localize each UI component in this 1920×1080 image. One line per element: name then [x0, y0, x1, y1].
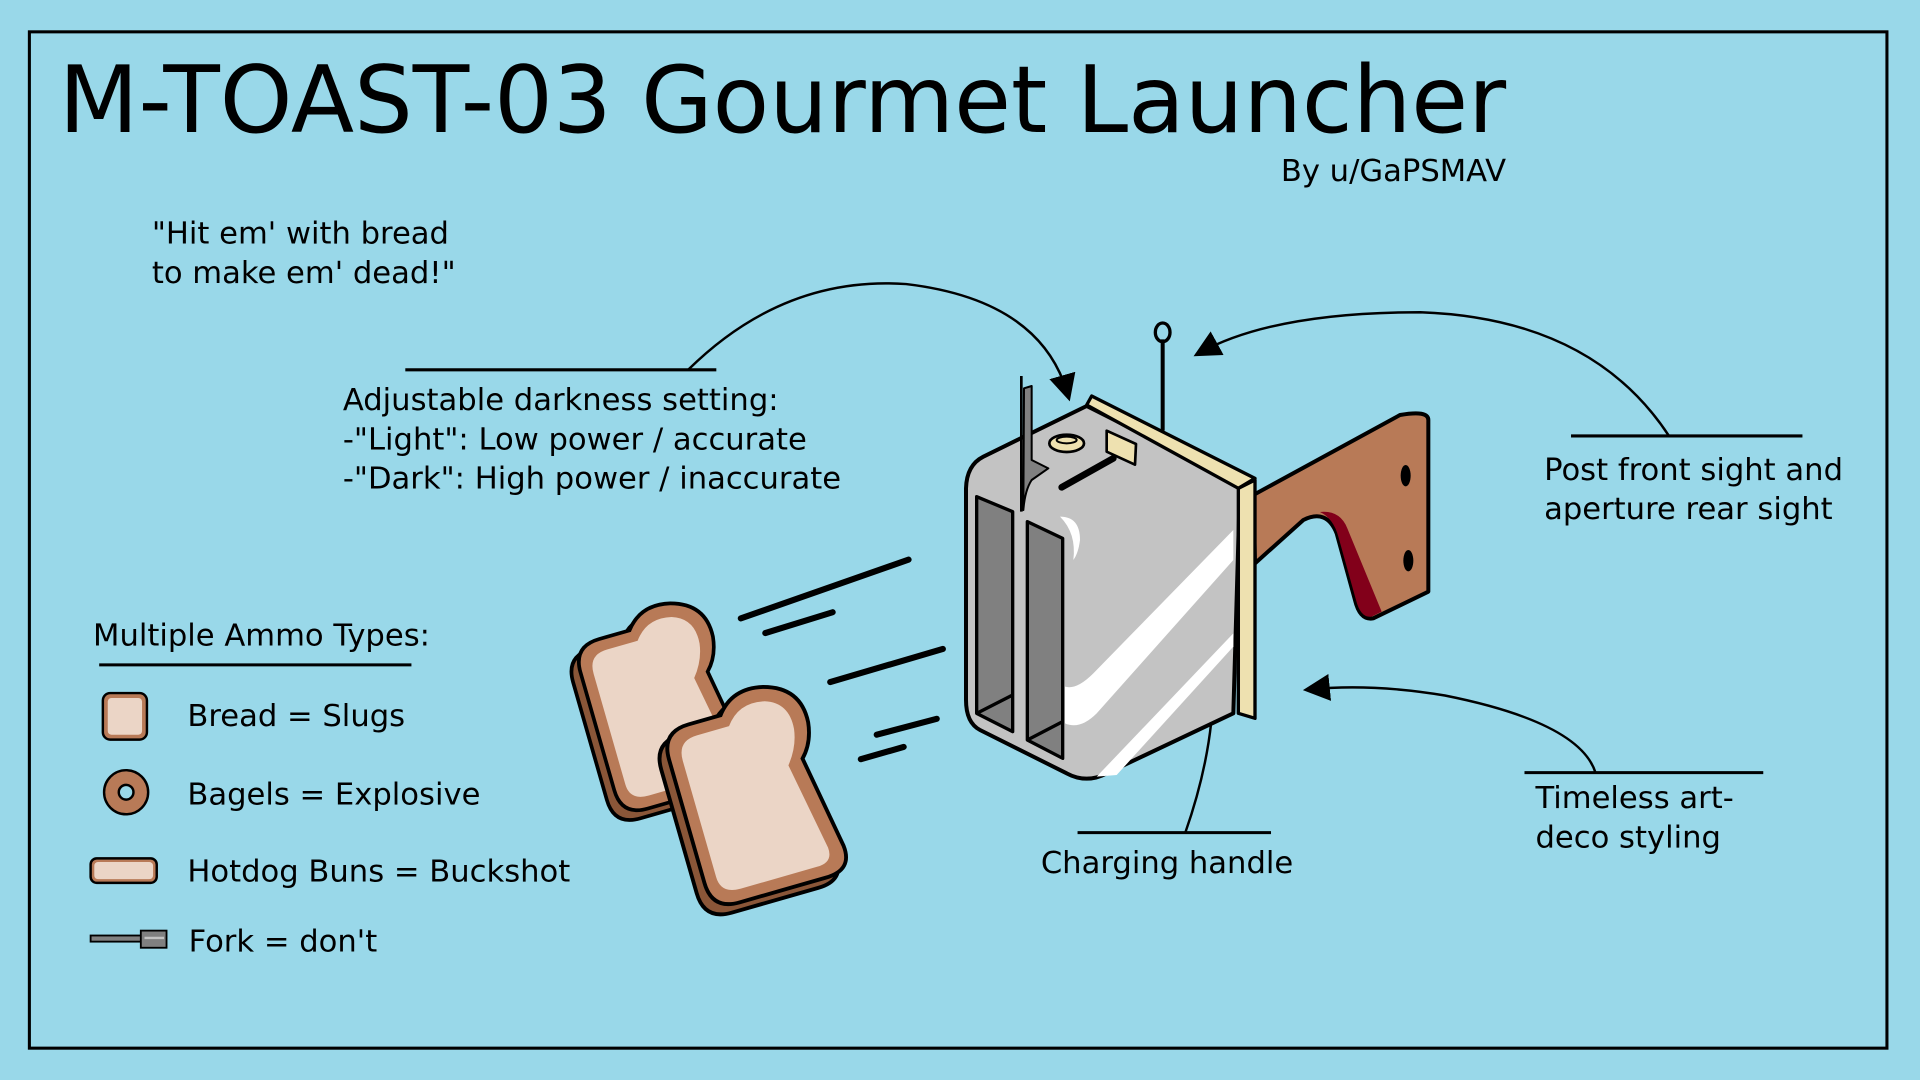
callout-text: -"Dark": High power / inaccurate [343, 462, 841, 497]
callout-text: deco styling [1536, 820, 1721, 855]
quote-line-2: to make em' dead!" [152, 256, 456, 291]
callout-arrow [1193, 311, 1671, 437]
darkness-knob [1048, 433, 1086, 454]
callout-darkness: Adjustable darkness setting: -"Light": L… [343, 282, 1076, 497]
callout-text: Post front sight and [1544, 453, 1843, 488]
callout-text: aperture rear sight [1544, 492, 1833, 527]
speed-lines [737, 556, 946, 763]
callout-sights: Post front sight and aperture rear sight [1193, 311, 1843, 527]
page-title: M-TOAST-03 Gourmet Launcher [59, 46, 1507, 154]
ammo-label: Bagels = Explosive [187, 777, 480, 812]
ammo-legend: Multiple Ammo Types: Bread = Slugs Bagel… [89, 618, 570, 959]
ammo-label: Hotdog Buns = Buckshot [187, 855, 570, 890]
hotdog-bun-icon [89, 857, 158, 885]
callout-text: -"Light": Low power / accurate [343, 422, 807, 457]
callout-text: Charging handle [1041, 846, 1293, 881]
bread-slots [975, 495, 1065, 760]
ammo-label: Fork = don't [189, 924, 378, 959]
callout-arrow [687, 282, 1076, 402]
callout-text: Adjustable darkness setting: [343, 383, 779, 418]
front-plate [1085, 394, 1257, 720]
fork-icon [89, 929, 168, 949]
front-sight-post [1153, 321, 1172, 431]
author-credit: By u/GaPSMAV [1281, 154, 1506, 189]
bagel-icon [102, 768, 150, 816]
callout-arrow [1302, 674, 1597, 774]
quote-line-1: "Hit em' with bread [152, 217, 449, 252]
darkness-lever [1020, 376, 1050, 512]
frame-border [27, 30, 1889, 1050]
callout-text: Timeless art- [1535, 781, 1734, 816]
toaster-launcher [964, 321, 1431, 781]
charging-handle [1058, 429, 1138, 491]
bread-icon [101, 691, 149, 741]
grip-stock [1251, 411, 1431, 621]
ammo-label: Bread = Slugs [187, 699, 405, 734]
callout-styling: Timeless art- deco styling [1302, 674, 1764, 855]
ammo-heading: Multiple Ammo Types: [93, 618, 430, 653]
